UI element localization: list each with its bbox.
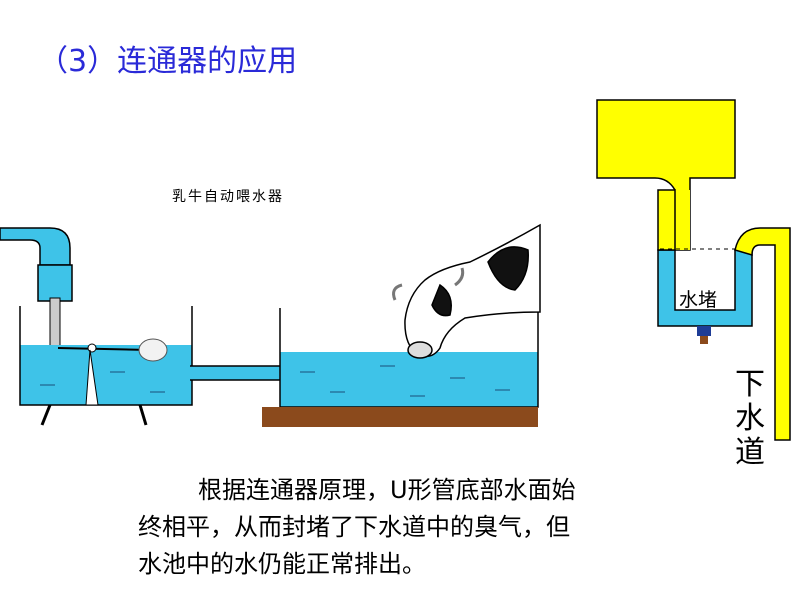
page-title: （3）连通器的应用	[38, 44, 298, 79]
float-ball	[138, 338, 168, 362]
cow-waterer-caption: 乳牛自动喂水器	[172, 189, 284, 205]
explanation-text: 根据连通器原理，U形管底部水面始 终相平，从而封堵了下水道中的臭气，但 水池中的…	[138, 472, 718, 583]
explanation-line-2: 终相平，从而封堵了下水道中的臭气，但	[138, 513, 570, 541]
drain-label: 下 水 道	[735, 368, 765, 470]
float-arm	[57, 347, 151, 351]
connecting-pipe	[190, 366, 282, 380]
cow-waterer-figure	[0, 223, 541, 427]
drain-pipe	[734, 227, 791, 441]
valve-box	[37, 264, 73, 302]
right-trough-water	[280, 352, 538, 407]
trough-stand	[262, 407, 538, 427]
inlet-pipe	[0, 227, 71, 266]
explanation-line-1: 根据连通器原理，U形管底部水面始	[198, 476, 576, 504]
drain-label-char: 水	[735, 401, 765, 436]
u-trap-figure	[596, 99, 791, 441]
drain-label-char: 下	[735, 367, 765, 402]
left-trough	[19, 306, 193, 406]
trap-label: 水堵	[679, 289, 718, 311]
explanation-line-3: 水池中的水仍能正常排出。	[138, 550, 426, 578]
basin	[596, 99, 736, 251]
drain-label-char: 道	[735, 435, 765, 470]
cow-head	[392, 223, 541, 359]
